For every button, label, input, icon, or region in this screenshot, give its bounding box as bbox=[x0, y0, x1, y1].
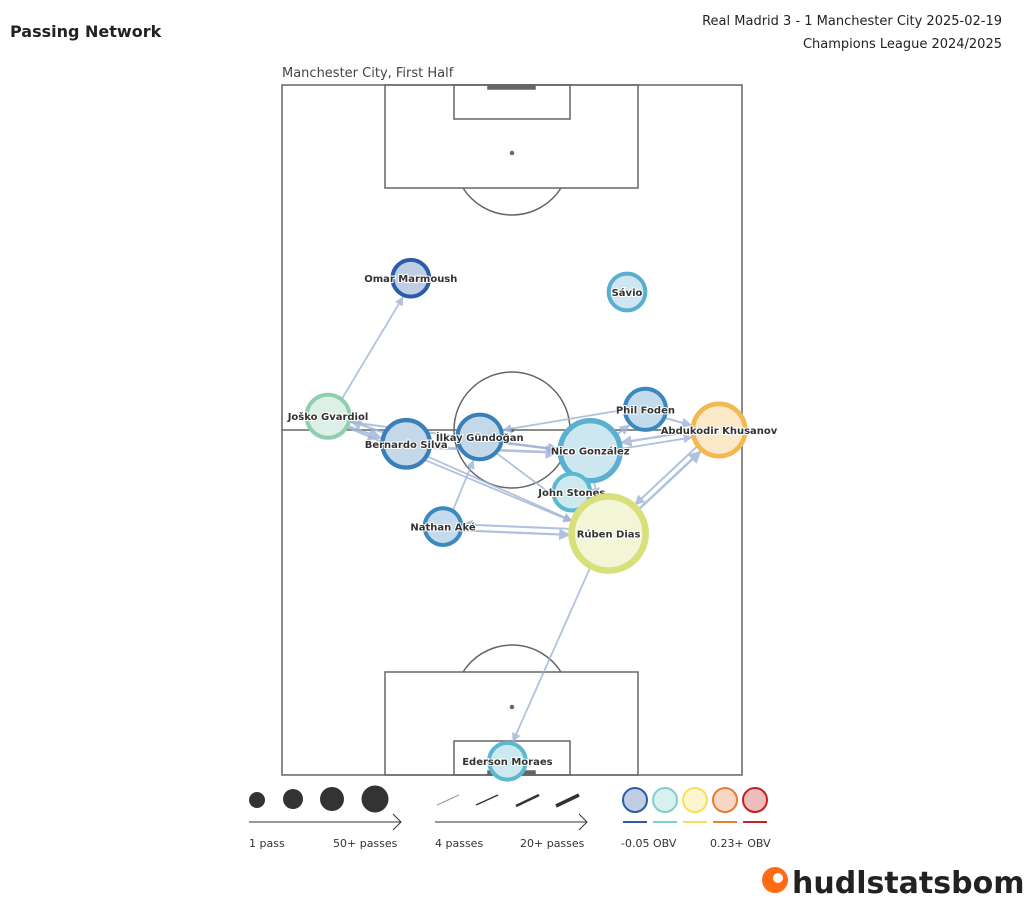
player-node[interactable]: Bernardo Silva bbox=[364, 417, 449, 470]
player-node[interactable]: John Stones bbox=[536, 471, 606, 513]
player-label: Abdukodir Khusanov bbox=[661, 426, 778, 437]
player-node[interactable]: Abdukodir Khusanov bbox=[660, 401, 779, 459]
legend-line-arrow bbox=[435, 813, 588, 831]
subtitle: Manchester City, First Half bbox=[282, 66, 454, 81]
player-circle bbox=[487, 740, 528, 782]
legend-size-min: 1 pass bbox=[249, 837, 285, 850]
pass-edge bbox=[634, 436, 709, 506]
player-label: Ederson Moraes bbox=[462, 757, 552, 768]
legend-size-4 bbox=[361, 785, 389, 813]
legend-line-min: 4 passes bbox=[435, 837, 483, 850]
player-circle bbox=[568, 493, 649, 574]
pass-edge bbox=[512, 548, 600, 743]
player-label: Omar Marmoush bbox=[364, 274, 457, 285]
player-node[interactable]: Joško Gvardiol bbox=[286, 392, 369, 440]
legend-line-4 bbox=[555, 793, 580, 808]
player-label: Sávio bbox=[612, 287, 643, 299]
legend-line-1 bbox=[436, 794, 460, 806]
legend-size-3 bbox=[320, 787, 344, 811]
pass-edge bbox=[336, 422, 573, 523]
player-node[interactable]: Phil Foden bbox=[615, 386, 676, 432]
player-label: Nico González bbox=[551, 446, 630, 458]
player-circle bbox=[390, 257, 432, 299]
legend-obv-max: 0.23+ OBV bbox=[710, 837, 771, 850]
player-circle bbox=[606, 271, 648, 313]
player-node[interactable]: Rúben Dias bbox=[568, 493, 649, 574]
pass-edge bbox=[502, 407, 635, 434]
legend-obv-swatch bbox=[742, 787, 768, 813]
pass-edge bbox=[415, 450, 573, 522]
player-node[interactable]: Ederson Moraes bbox=[461, 740, 554, 782]
pass-edge bbox=[335, 296, 404, 409]
player-circle bbox=[422, 506, 464, 547]
player-circle bbox=[690, 401, 748, 459]
hudl-statsbomb-logo: hudlstatsbomb bbox=[762, 866, 1024, 901]
player-circle bbox=[455, 412, 505, 462]
legend-line-max: 20+ passes bbox=[520, 837, 585, 850]
legend-size-arrow bbox=[249, 813, 402, 831]
player-label: Joško Gvardiol bbox=[287, 411, 369, 423]
player-circle bbox=[380, 417, 433, 470]
player-label: John Stones bbox=[537, 488, 605, 499]
player-node[interactable]: Nathan Aké bbox=[409, 506, 477, 547]
player-label: Bernardo Silva bbox=[365, 440, 448, 451]
player-circle bbox=[551, 471, 593, 513]
legend-line-2 bbox=[475, 794, 499, 806]
player-circle bbox=[304, 392, 352, 440]
player-node[interactable]: Nico González bbox=[550, 418, 631, 484]
competition: Champions League 2024/2025 bbox=[802, 37, 1002, 52]
legend-obv-swatch bbox=[652, 787, 678, 813]
player-circle bbox=[557, 418, 623, 484]
legend-obv-swatch bbox=[682, 787, 708, 813]
legend-obv-min: -0.05 OBV bbox=[621, 837, 677, 850]
player-label: Rúben Dias bbox=[577, 529, 641, 541]
player-node[interactable]: İlkay Gündoğan bbox=[435, 412, 525, 462]
chart-title: Passing Network bbox=[10, 22, 162, 41]
match-info: Real Madrid 3 - 1 Manchester City 2025-0… bbox=[702, 10, 1002, 56]
player-circle bbox=[622, 386, 669, 432]
legend-size-max: 50+ passes bbox=[333, 837, 398, 850]
legend-obv-swatch bbox=[622, 787, 648, 813]
player-label: Phil Foden bbox=[616, 405, 675, 416]
brand-text: hudlstatsbomb bbox=[792, 866, 1024, 901]
player-label: Nathan Aké bbox=[410, 522, 475, 534]
legend-line-3 bbox=[515, 793, 540, 808]
legend: 1 pass 50+ passes 4 passes 20+ passes -0… bbox=[249, 785, 771, 850]
player-node[interactable]: Sávio bbox=[606, 271, 648, 313]
player-label: İlkay Gündoğan bbox=[436, 430, 524, 444]
pass-edge bbox=[452, 528, 571, 541]
legend-size-2 bbox=[283, 789, 303, 809]
legend-obv-swatch bbox=[712, 787, 738, 813]
legend-size-1 bbox=[249, 792, 265, 808]
match-title: Real Madrid 3 - 1 Manchester City 2025-0… bbox=[702, 14, 1002, 29]
player-node[interactable]: Omar Marmoush bbox=[363, 257, 458, 299]
